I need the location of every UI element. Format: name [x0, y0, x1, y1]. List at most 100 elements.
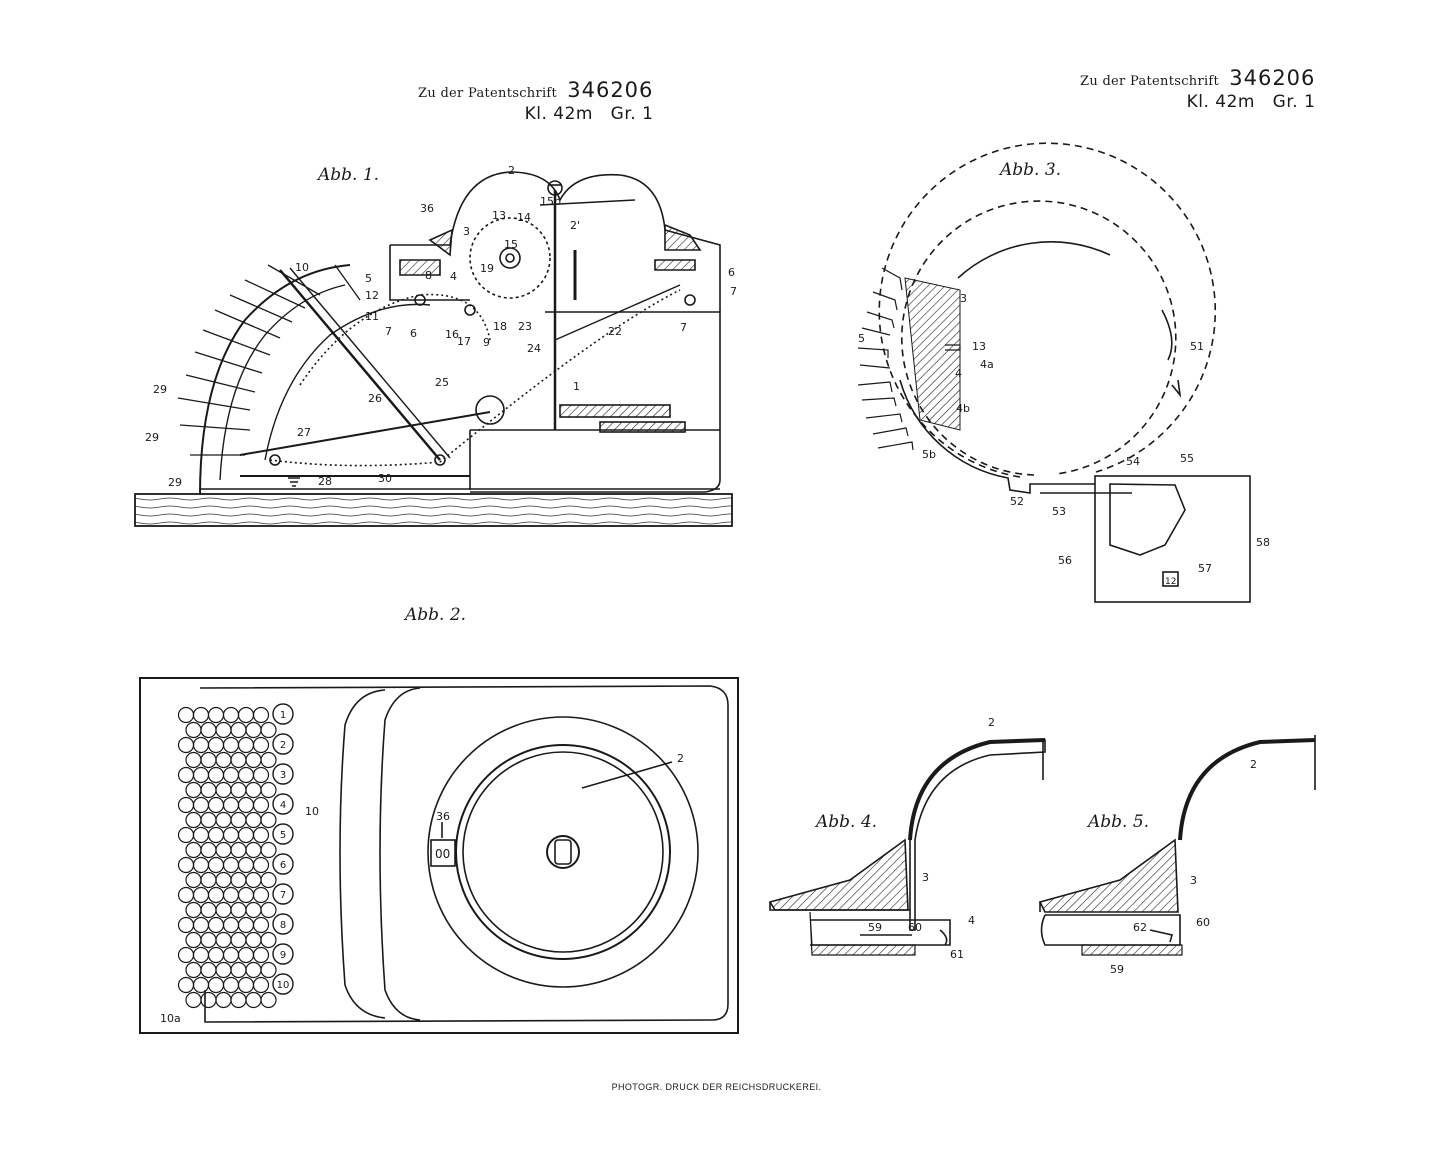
key-circle [222, 976, 240, 994]
key-circle [222, 706, 240, 724]
label: 14 [517, 211, 531, 224]
key-circle [215, 781, 232, 799]
label: 3 [960, 292, 967, 305]
key-circle [222, 886, 240, 904]
label: 61 [950, 948, 964, 961]
key-circle [177, 946, 195, 964]
label: 12 [1165, 577, 1176, 587]
label: 6 [410, 327, 417, 340]
key-circle [215, 751, 232, 769]
label: 7 [385, 325, 392, 338]
key-circle [222, 856, 240, 874]
label: 58 [1256, 536, 1270, 549]
key-circle [230, 961, 247, 979]
patent-class: Kl. 42m Gr. 1 [1186, 92, 1316, 112]
key-circle [222, 916, 240, 934]
numbered-key [272, 733, 294, 755]
key-circle [252, 946, 270, 964]
key-circle [222, 796, 240, 814]
key-circle [252, 886, 270, 904]
key-circle [185, 721, 202, 739]
key-circle [237, 856, 255, 874]
patent-number: 346206 [1229, 66, 1316, 90]
label: 7 [680, 321, 687, 334]
key-circle [260, 781, 277, 799]
key-circle [200, 901, 217, 919]
key-circle [230, 721, 247, 739]
key-circle [230, 841, 247, 859]
label: 57 [1198, 562, 1212, 575]
caption-abb5: Abb. 5. [1088, 812, 1150, 832]
key-circle [252, 976, 270, 994]
key-circle [230, 781, 247, 799]
key-circle [207, 886, 225, 904]
label: 3 [922, 871, 929, 884]
key-circle [215, 841, 232, 859]
label: 13 [492, 209, 506, 222]
key-circle [245, 901, 262, 919]
key-circle [230, 901, 247, 919]
printer-footer: PHOTOGR. DRUCK DER REICHSDRUCKEREI. [611, 1082, 822, 1092]
label: 15b [540, 195, 561, 208]
key-circle [215, 811, 232, 829]
key-circle [230, 751, 247, 769]
header-prefix: Zu der Patentschrift [1080, 74, 1220, 89]
key-circle [260, 931, 277, 949]
key-circle [200, 931, 217, 949]
key-circle [177, 796, 195, 814]
label: 2 [508, 164, 515, 177]
patent-class: Kl. 42m Gr. 1 [524, 104, 654, 124]
key-circle [177, 706, 195, 724]
key-circle [252, 796, 270, 814]
label: 54 [1126, 455, 1140, 468]
label: 29 [153, 383, 167, 396]
key-circle [192, 886, 210, 904]
label: 29 [145, 431, 159, 444]
key-circle [245, 811, 262, 829]
key-circle [222, 766, 240, 784]
numbered-key [272, 943, 294, 965]
key-circle [245, 931, 262, 949]
label: 36 [420, 202, 434, 215]
numbered-key [272, 763, 294, 785]
label: 2 [677, 752, 684, 765]
key-circle [185, 811, 202, 829]
label: 51 [1190, 340, 1204, 353]
label: 23 [518, 320, 532, 333]
key-circle [252, 736, 270, 754]
numbered-key-label: 8 [280, 920, 286, 931]
label: 17 [457, 335, 471, 348]
key-circle [222, 736, 240, 754]
label: 55 [1180, 452, 1194, 465]
abb4-labels: 2 3 4 59 60 61 [868, 716, 995, 961]
figure-abb3 [857, 142, 1251, 603]
label: 60 [1196, 916, 1210, 929]
numbered-key-label: 9 [280, 950, 286, 961]
label: 22 [608, 325, 622, 338]
label: 4a [980, 358, 994, 371]
key-circle [200, 991, 217, 1009]
key-circle [252, 766, 270, 784]
key-circle [207, 946, 225, 964]
numbered-key [272, 703, 294, 725]
key-circle [245, 781, 262, 799]
numbered-key [272, 913, 294, 935]
numbered-key [272, 973, 294, 995]
key-circle [245, 871, 262, 889]
key-circle [222, 826, 240, 844]
header-prefix: Zu der Patentschrift [418, 86, 558, 101]
label: 36 [436, 810, 450, 823]
key-circle [192, 976, 210, 994]
label: 2 [1250, 758, 1257, 771]
label: 4 [968, 914, 975, 927]
key-circle [207, 916, 225, 934]
abb3-labels: 3 13 4a 4 4b 5 5b 51 52 53 54 55 56 57 5… [858, 292, 1270, 587]
key-circle [252, 916, 270, 934]
key-circle [207, 706, 225, 724]
key-circle [260, 841, 277, 859]
patent-header-left: Zu der Patentschrift 346206 Kl. 42m Gr. … [418, 78, 653, 124]
key-circle [245, 751, 262, 769]
key-circle [177, 736, 195, 754]
